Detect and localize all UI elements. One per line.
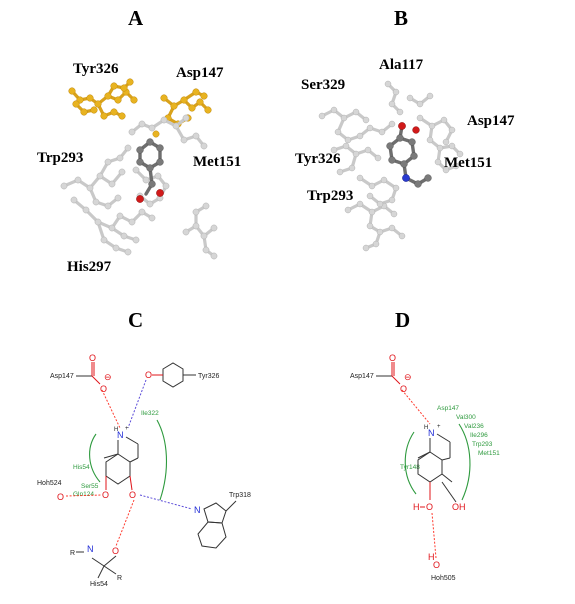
d-water-h: H (428, 552, 435, 562)
d-carboxyl-charge: ⊖ (404, 372, 412, 382)
c-his54-label: His54 (90, 581, 108, 588)
panel-letter-a: A (128, 6, 144, 30)
c-backbone-n: N (87, 544, 94, 554)
c-trp-n: N (194, 505, 201, 515)
d-contact-val300: Val300 (456, 414, 476, 421)
d-contact-asp147: Asp147 (437, 405, 459, 412)
c-r1: R (70, 550, 75, 557)
d-water-o: O (433, 560, 440, 570)
c-carboxyl-charge: ⊖ (104, 372, 112, 382)
panel-letter-b: B (394, 6, 408, 30)
d-amine-plus: + (437, 424, 441, 430)
d-tyr148-label: Tyr148 (400, 464, 420, 471)
d-hydroxyl-h: H (413, 502, 420, 512)
label-ser329: Ser329 (301, 77, 345, 93)
d-carboxyl-o1: O (389, 353, 396, 363)
c-gln124-label: Gln124 (73, 491, 94, 498)
panel-a: A (37, 6, 241, 275)
c-carboxyl-o2: O (100, 384, 107, 394)
panel-letter-c: C (128, 308, 143, 332)
label-met151: Met151 (444, 155, 492, 171)
c-his54-green-label: His54 (73, 464, 90, 471)
c-trp318-label: Trp318 (229, 492, 251, 499)
d-carboxyl-o2: O (400, 384, 407, 394)
d-contact-trp293: Trp293 (472, 441, 493, 448)
c-tyr326-label: Tyr326 (198, 373, 220, 380)
d-contact-met151: Met151 (478, 450, 500, 457)
c-water-o: O (57, 492, 64, 502)
c-ile322-label: Ile322 (141, 410, 159, 417)
c-amine-plus: + (125, 426, 129, 432)
d-contact-val236: Val236 (464, 423, 484, 430)
c-amine-n: N (117, 430, 124, 440)
label-his297: His297 (67, 259, 112, 275)
panel-letter-d: D (395, 308, 410, 332)
c-carboxyl-o1: O (89, 353, 96, 363)
label-met151: Met151 (193, 154, 241, 170)
label-tyr326: Tyr326 (295, 151, 341, 167)
d-contact-ile296: Ile296 (470, 432, 488, 439)
panel-a-3d-structure (60, 78, 218, 260)
panel-d: D Asp147 O O ⊖ Tyr148 Asp147 Val300 Val2… (350, 308, 500, 582)
d-hoh505-label: Hoh505 (431, 575, 456, 582)
d-amine-h: H (424, 425, 428, 431)
c-hoh524-label: Hoh524 (37, 480, 62, 487)
c-amine-h: H (114, 427, 118, 433)
label-asp147: Asp147 (176, 65, 224, 81)
label-tyr326: Tyr326 (73, 61, 119, 77)
label-trp293: Trp293 (37, 150, 83, 166)
c-asp147-label: Asp147 (50, 373, 74, 380)
c-tyr-o: O (145, 370, 152, 380)
d-oh-group: OH (452, 502, 466, 512)
c-backbone-o: O (112, 546, 119, 556)
panel-b-3d-structure (318, 80, 464, 252)
label-ala117: Ala117 (379, 57, 424, 73)
label-asp147: Asp147 (467, 113, 515, 129)
c-r2: R (117, 575, 122, 582)
label-trp293: Trp293 (307, 188, 353, 204)
d-asp147-label: Asp147 (350, 373, 374, 380)
panel-b: B (295, 6, 515, 252)
d-amine-n: N (428, 428, 435, 438)
c-hydroxyl-o1: O (102, 490, 109, 500)
c-ser55-label: Ser55 (81, 483, 99, 490)
c-hydroxyl-o2: O (129, 490, 136, 500)
d-hydroxyl-o: O (426, 502, 433, 512)
panel-c: C Asp147 O O ⊖ O Tyr326 Ile322 N H + (37, 308, 251, 588)
